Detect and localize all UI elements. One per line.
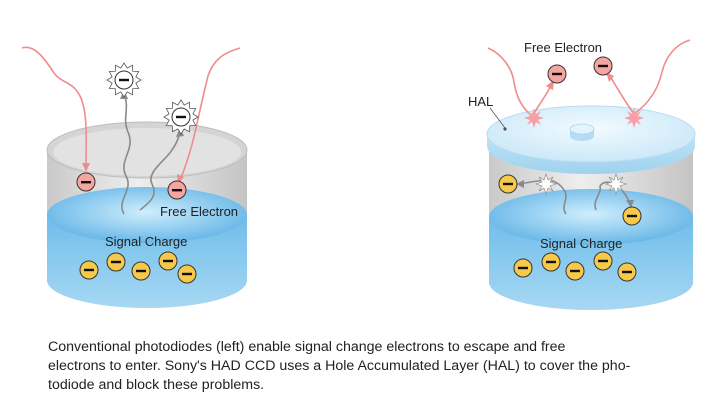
right-signal-charge-label: Signal Charge [540, 236, 622, 251]
left-signal-electron-5 [177, 264, 197, 284]
right-block-burst-2 [604, 172, 628, 196]
right-free-electron-path-2 [609, 39, 691, 116]
hal-label: HAL [468, 94, 493, 109]
right-signal-electron-3 [565, 261, 585, 281]
right-block-burst-1 [534, 172, 558, 196]
photodiode-comparison-diagram: Free Electron Signal Charge [21, 39, 696, 310]
right-photodiode: Free Electron HAL Signal Charge [468, 39, 696, 310]
caption-line-3: todiode and block these problems. [48, 377, 265, 393]
caption-line-2: electrons to enter. Sony's HAD CCD uses … [48, 358, 631, 374]
left-escaping-electron-1 [106, 62, 142, 98]
left-signal-electron-1 [79, 260, 99, 280]
right-impact-burst-2 [624, 108, 644, 128]
right-signal-electron-2 [541, 252, 561, 272]
right-blocked-path-1 [519, 179, 567, 215]
left-free-electron-label: Free Electron [160, 204, 238, 219]
left-escape-path-1 [121, 93, 131, 215]
left-free-electron-path-2 [179, 47, 241, 181]
left-escape-path-2 [139, 131, 181, 211]
right-blocked-path-2 [594, 181, 631, 211]
left-water-surface [47, 187, 247, 243]
figure-caption: Conventional photodiodes (left) enable s… [48, 338, 688, 395]
right-signal-electron-5 [617, 262, 637, 282]
right-impact-burst-1 [524, 108, 544, 128]
right-water-surface [489, 189, 693, 245]
right-free-electron-2 [593, 56, 613, 76]
caption-line-1: Conventional photodiodes (left) enable s… [48, 339, 566, 355]
right-signal-electron-4 [593, 251, 613, 271]
left-escaping-electron-2 [163, 99, 199, 135]
left-signal-electron-4 [158, 251, 178, 271]
left-free-electron-path-1 [21, 46, 88, 169]
hal-pointer-line [489, 107, 506, 129]
left-free-electron-2 [167, 180, 187, 200]
left-signal-electron-2 [106, 252, 126, 272]
right-free-electron-label: Free Electron [524, 40, 602, 55]
right-blocked-electron-2 [622, 206, 642, 226]
left-free-electron-1 [76, 172, 96, 192]
left-photodiode: Free Electron Signal Charge [21, 46, 248, 308]
right-signal-electron-1 [513, 258, 533, 278]
right-free-electron-path-1 [487, 47, 553, 118]
right-blocked-electron-1 [498, 174, 518, 194]
right-free-electron-1 [547, 64, 567, 84]
left-signal-charge-label: Signal Charge [105, 234, 187, 249]
left-signal-electron-3 [131, 261, 151, 281]
